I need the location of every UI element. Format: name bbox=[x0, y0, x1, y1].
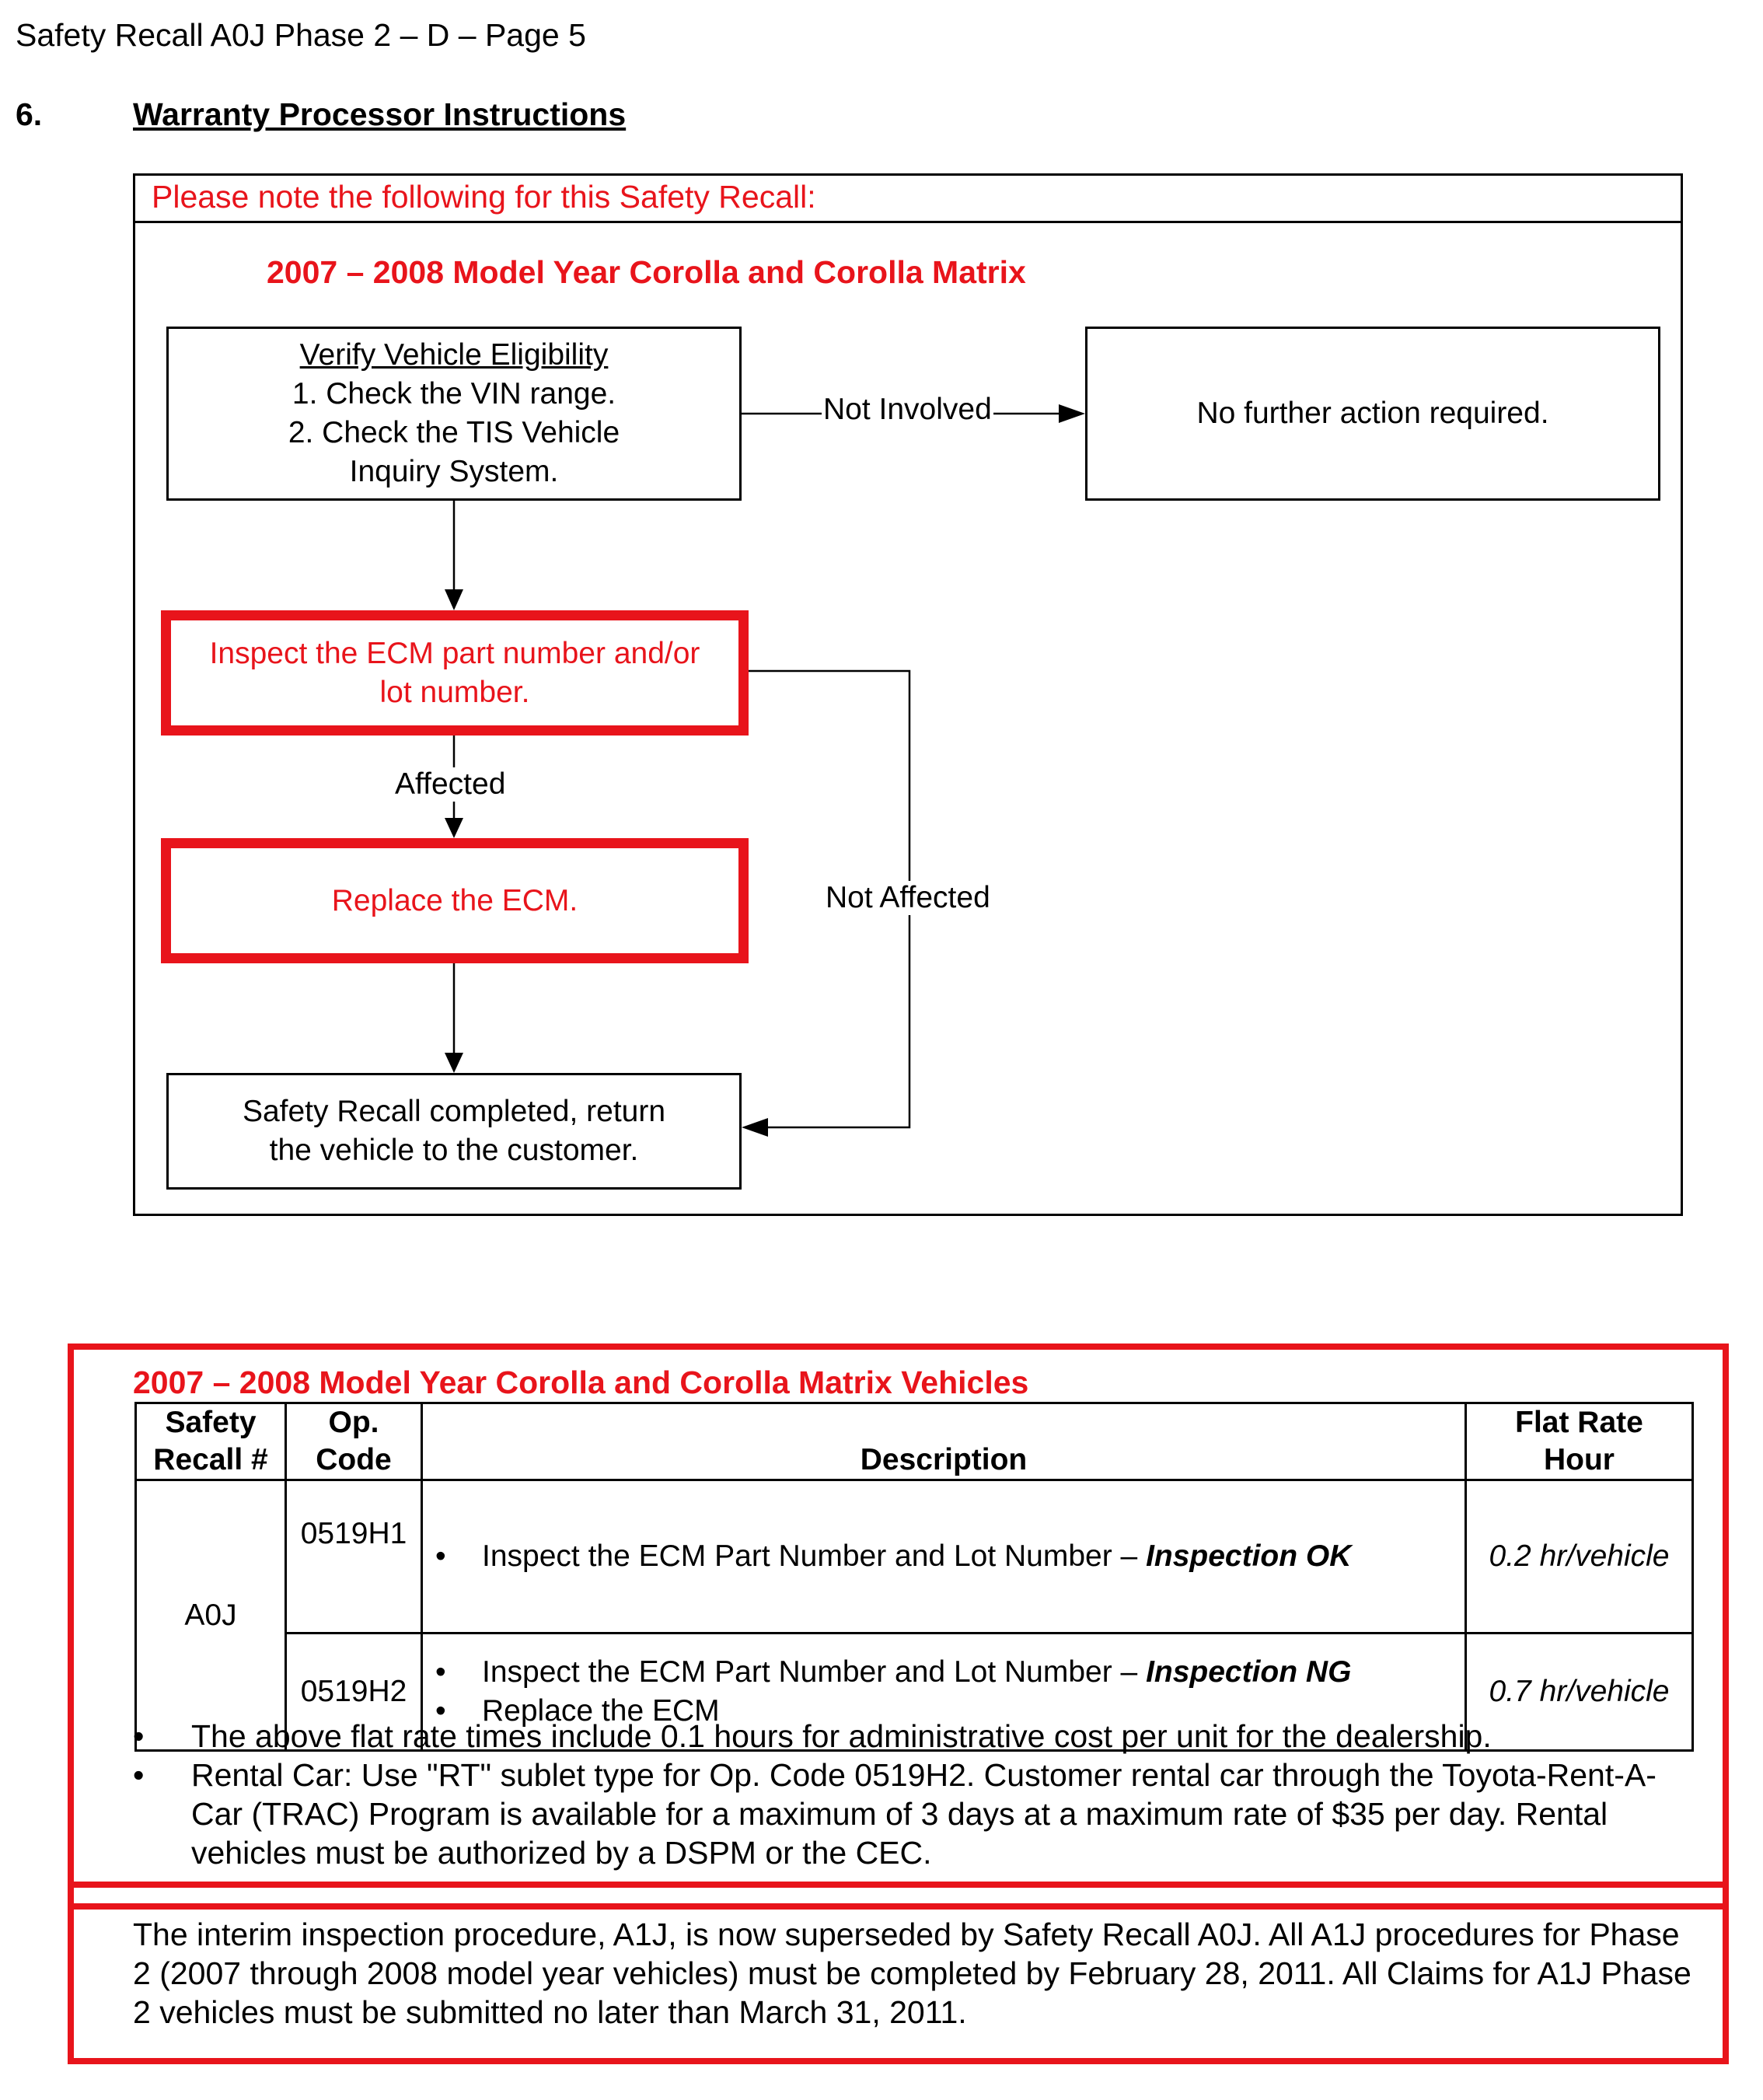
replace-text: Replace the ECM. bbox=[331, 883, 578, 917]
list-item: • Inspect the ECM Part Number and Lot Nu… bbox=[435, 1653, 1465, 1692]
inspect-text-2: lot number. bbox=[379, 675, 530, 709]
section-title: Warranty Processor Instructions bbox=[133, 96, 627, 132]
page-header: Safety Recall A0J Phase 2 – D – Page 5 bbox=[16, 17, 586, 53]
notes-list: • The above flat rate times include 0.1 … bbox=[133, 1717, 1688, 1872]
list-item: • Inspect the ECM Part Number and Lot Nu… bbox=[435, 1537, 1465, 1576]
header-recall-line2: Recall # bbox=[153, 1443, 268, 1476]
verify-step-2: 2. Check the TIS Vehicle bbox=[288, 416, 620, 449]
labor-table-frame bbox=[68, 1344, 1729, 2064]
flat-rate-cell: 0.7 hr/vehicle bbox=[1465, 1632, 1694, 1752]
bullet: • bbox=[435, 1539, 446, 1573]
no-further-action-box: No further action required. bbox=[1085, 327, 1660, 501]
description-emphasis: Inspection OK bbox=[1146, 1539, 1352, 1573]
bullet: • bbox=[435, 1655, 446, 1689]
header-flat-rate: Flat Rate Hour bbox=[1465, 1402, 1694, 1481]
verify-eligibility-box: Verify Vehicle Eligibility 1. Check the … bbox=[166, 327, 742, 501]
header-recall-line1: Safety bbox=[165, 1406, 257, 1439]
inspect-text-1: Inspect the ECM part number and/or bbox=[209, 636, 700, 670]
description-text: Inspect the ECM Part Number and Lot Numb… bbox=[482, 1539, 1147, 1573]
no-further-text: No further action required. bbox=[1196, 397, 1549, 430]
replace-ecm-box: Replace the ECM. bbox=[161, 838, 749, 963]
bullet: • bbox=[435, 1694, 446, 1728]
description-text: Inspect the ECM Part Number and Lot Numb… bbox=[482, 1655, 1147, 1689]
flowchart-note: Please note the following for this Safet… bbox=[152, 179, 816, 215]
verify-step-1: 1. Check the VIN range. bbox=[292, 377, 616, 411]
list-item: • Replace the ECM bbox=[435, 1692, 1465, 1731]
op-code-cell: 0519H2 bbox=[285, 1632, 423, 1752]
complete-text-2: the vehicle to the customer. bbox=[269, 1134, 639, 1167]
description-text: Replace the ECM bbox=[482, 1694, 720, 1728]
header-op-line2: Code bbox=[316, 1443, 392, 1476]
section-number: 6. bbox=[16, 96, 43, 132]
table-row: A0J 0519H1 • Inspect the ECM Part Number… bbox=[134, 1479, 1694, 1752]
description-emphasis: Inspection NG bbox=[1146, 1655, 1352, 1689]
list-item: • Rental Car: Use "RT" sublet type for O… bbox=[133, 1756, 1688, 1872]
note-text: The above flat rate times include 0.1 ho… bbox=[191, 1718, 1492, 1754]
description-cell: • Inspect the ECM Part Number and Lot Nu… bbox=[421, 1479, 1467, 1634]
op-code-cell: 0519H1 bbox=[285, 1479, 423, 1634]
table-header-row: Safety Recall # Op. Code Description Fla… bbox=[134, 1402, 1694, 1481]
complete-text-1: Safety Recall completed, return bbox=[242, 1095, 666, 1128]
note-text: Rental Car: Use "RT" sublet type for Op.… bbox=[191, 1757, 1657, 1871]
header-op-code: Op. Code bbox=[285, 1402, 423, 1481]
flowchart-title: 2007 – 2008 Model Year Corolla and Corol… bbox=[267, 254, 1026, 290]
section-divider bbox=[74, 1882, 1723, 1888]
header-op-line1: Op. bbox=[328, 1406, 379, 1439]
table-row: 0519H2 • Inspect the ECM Part Number and… bbox=[136, 1632, 1694, 1752]
header-safety-recall: Safety Recall # bbox=[134, 1402, 287, 1481]
header-rate-line1: Flat Rate bbox=[1515, 1406, 1643, 1439]
label-affected: Affected bbox=[393, 767, 508, 802]
header-rate-line2: Hour bbox=[1544, 1443, 1615, 1476]
supersede-notice: The interim inspection procedure, A1J, i… bbox=[133, 1917, 1691, 2030]
list-item: • The above flat rate times include 0.1 … bbox=[133, 1717, 1688, 1756]
verify-title: Verify Vehicle Eligibility bbox=[299, 338, 609, 372]
label-not-affected: Not Affected bbox=[824, 881, 992, 915]
flowchart-note-bar bbox=[133, 173, 1683, 223]
flowchart-frame bbox=[133, 173, 1683, 1216]
header-description: Description bbox=[421, 1402, 1467, 1481]
inspect-ecm-box: Inspect the ECM part number and/or lot n… bbox=[161, 610, 749, 736]
header-description-text: Description bbox=[860, 1443, 1028, 1476]
recall-completed-box: Safety Recall completed, return the vehi… bbox=[166, 1073, 742, 1190]
bullet: • bbox=[133, 1757, 145, 1793]
section-divider bbox=[74, 1903, 1723, 1910]
labor-op-table: Safety Recall # Op. Code Description Fla… bbox=[134, 1402, 1694, 1752]
bullet: • bbox=[133, 1718, 145, 1754]
table-title: 2007 – 2008 Model Year Corolla and Corol… bbox=[133, 1364, 1029, 1400]
flat-rate-cell: 0.2 hr/vehicle bbox=[1465, 1479, 1694, 1634]
label-not-involved: Not Involved bbox=[822, 393, 993, 427]
description-cell: • Inspect the ECM Part Number and Lot Nu… bbox=[421, 1632, 1467, 1752]
verify-step-2-cont: Inquiry System. bbox=[349, 455, 559, 488]
recall-number-cell: A0J bbox=[134, 1479, 287, 1752]
